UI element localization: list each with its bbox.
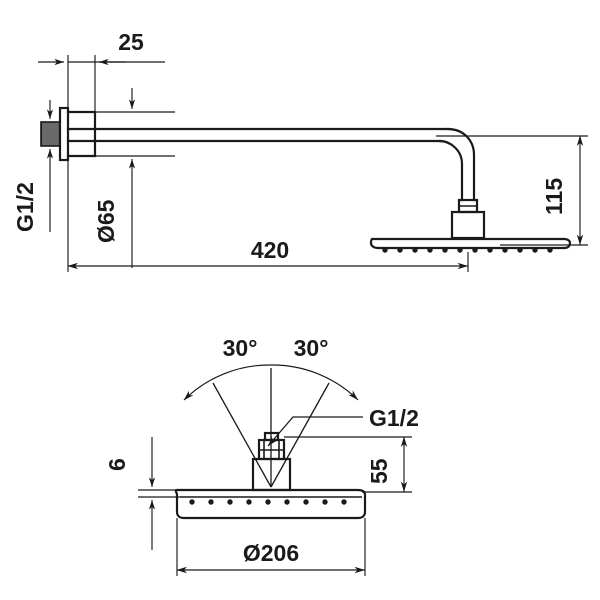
- dimension-label-g12-inlet: G1/2: [12, 182, 38, 232]
- shower-head-plate: [369, 237, 572, 250]
- dimension-drop-height: 115: [436, 135, 588, 246]
- dimension-head-diameter: Ø206: [176, 518, 366, 576]
- shower-plate-front: [174, 488, 367, 520]
- dimension-label-115: 115: [541, 178, 567, 215]
- dimension-flange-diameter: Ø65: [93, 88, 175, 268]
- leader-line-g12-head: [267, 416, 363, 447]
- arm-bend-outer: [446, 127, 476, 202]
- dimension-connector-height: 55: [284, 436, 412, 493]
- shower-head-front-geometry: [174, 431, 367, 520]
- dimension-wall-offset: 25: [38, 29, 165, 112]
- dimension-label-6: 6: [104, 458, 130, 471]
- dimension-arm-length: 420: [67, 160, 469, 272]
- swivel-arc-right: [270, 364, 359, 401]
- swivel-angle-annotation: 30° 30°: [183, 335, 359, 488]
- head-connector-body: [450, 210, 486, 240]
- spray-nozzle-row-front: [189, 499, 347, 505]
- dimension-label-angle-right: 30°: [294, 335, 329, 361]
- dimension-plate-thickness: 6: [104, 437, 180, 550]
- arm-bend-inner: [438, 139, 464, 202]
- swivel-arc-left: [183, 364, 272, 401]
- shower-arm-geometry: [40, 106, 572, 253]
- dimension-label-angle-left: 30°: [223, 335, 258, 361]
- swivel-ray-left: [212, 382, 272, 488]
- dimension-label-d65: Ø65: [93, 199, 119, 243]
- swivel-ray-right: [270, 382, 330, 488]
- dimension-label-25: 25: [118, 29, 144, 55]
- wall-flange: [58, 106, 70, 162]
- flange-sleeve: [66, 110, 97, 158]
- front-elevation-view: 30° 30° G1/2 6 55: [104, 335, 419, 576]
- leader-head-thread: G1/2: [267, 405, 419, 447]
- dimension-inlet-thread: G1/2: [12, 100, 54, 232]
- inlet-thread-nipple: [40, 121, 61, 147]
- dimension-label-420: 420: [251, 237, 289, 263]
- dimension-label-d206: Ø206: [243, 540, 299, 566]
- dimension-label-g12-head: G1/2: [369, 405, 419, 431]
- dimension-label-55: 55: [366, 458, 392, 484]
- spray-nozzle-row: [382, 247, 553, 253]
- side-elevation-view: 25 G1/2 Ø65: [12, 29, 588, 272]
